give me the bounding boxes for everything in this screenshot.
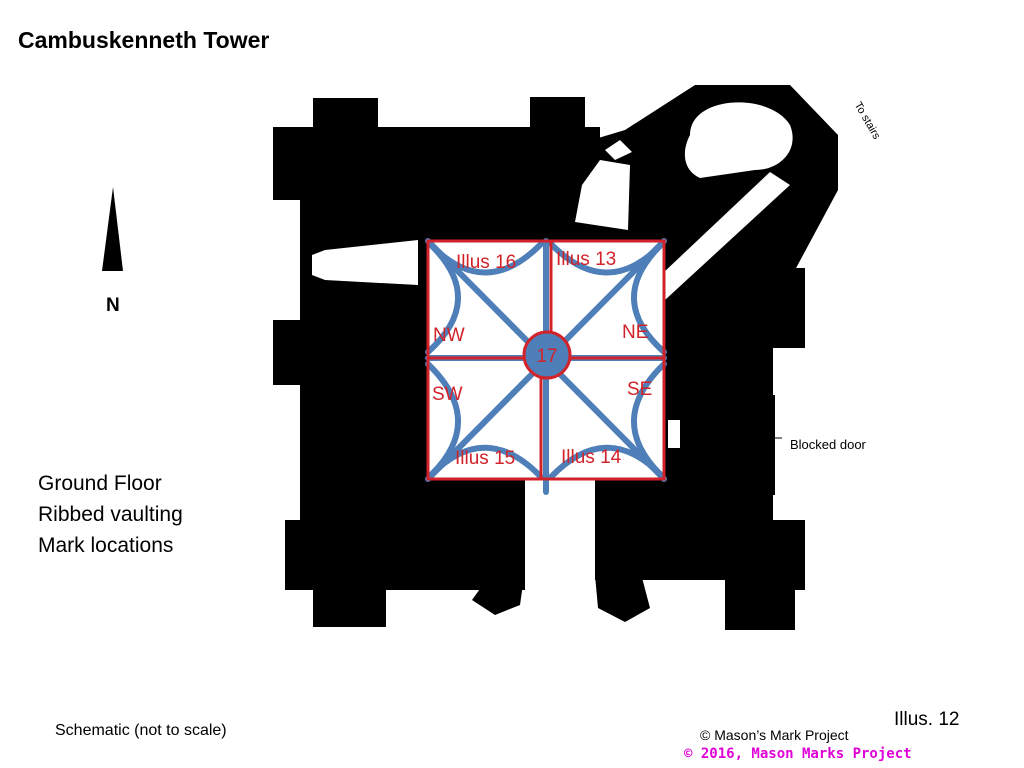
- page-title: Cambuskenneth Tower: [18, 27, 270, 53]
- illus-label-16: Illus 16: [456, 252, 516, 273]
- watermark: © 2016, Mason Marks Project: [684, 746, 912, 762]
- quadrant-label-sw: SW: [432, 384, 463, 405]
- blocked-door-label: Blocked door: [790, 437, 866, 452]
- central-boss: [522, 330, 572, 380]
- illus-label-15: Illus 15: [455, 448, 515, 469]
- credit-line: © Mason’s Mark Project: [700, 727, 849, 743]
- quadrant-label-ne: NE: [622, 322, 648, 343]
- quadrant-label-nw: NW: [433, 325, 465, 346]
- boss-label: 17: [536, 346, 557, 367]
- description-line: Mark locations: [38, 534, 174, 557]
- arrow-icon: [685, 432, 782, 444]
- quadrant-label-se: SE: [627, 379, 652, 400]
- illus-label-14: Illus 14: [561, 447, 622, 468]
- description-line: Ribbed vaulting: [38, 503, 183, 526]
- schematic-note: Schematic (not to scale): [55, 722, 227, 739]
- illustration-number: Illus. 12: [894, 709, 960, 730]
- wall-openings: [312, 102, 793, 448]
- north-arrow-icon: [102, 187, 123, 271]
- illus-label-13: Illus 13: [556, 249, 616, 270]
- description-line: Ground Floor: [38, 472, 162, 495]
- north-label: N: [106, 295, 120, 316]
